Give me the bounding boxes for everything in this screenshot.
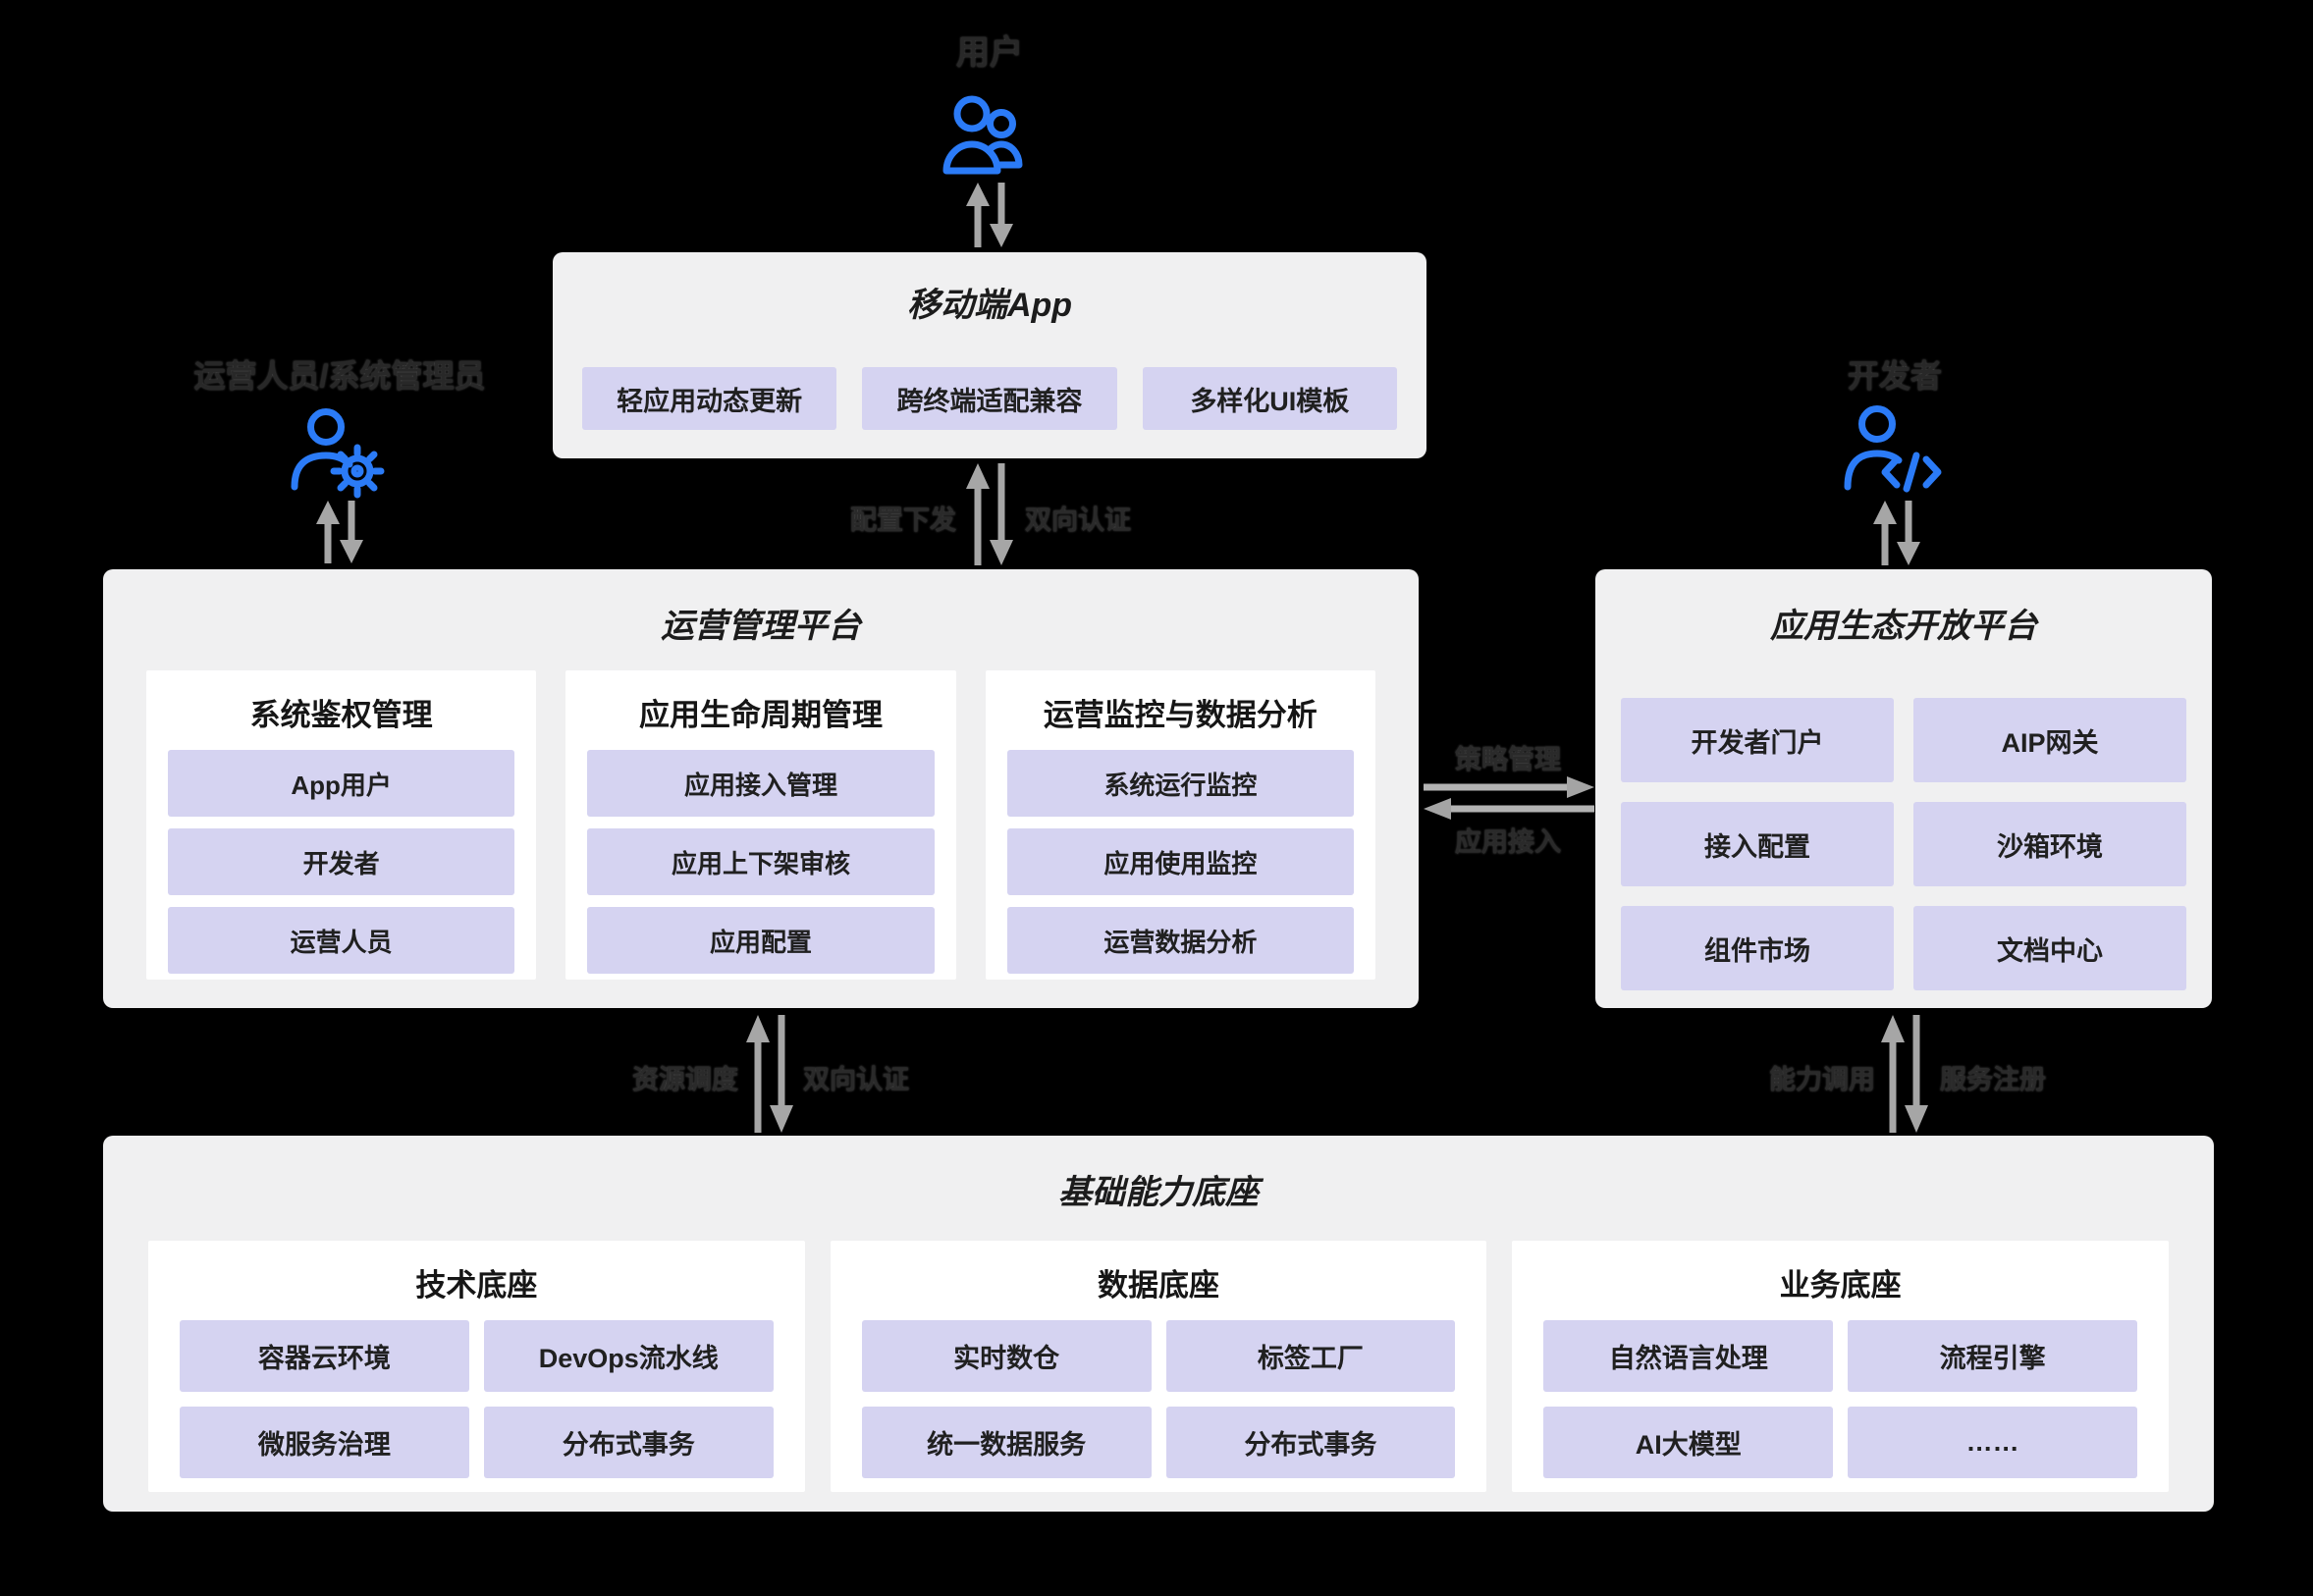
admin-gear-icon: [291, 408, 385, 499]
chip-developers: 开发者: [168, 828, 515, 895]
card-chip-grid: 自然语言处理 流程引擎 AI大模型 ……: [1512, 1320, 2169, 1478]
chip-ui-templates: 多样化UI模板: [1142, 367, 1397, 430]
mobile-app-panel: 移动端App 轻应用动态更新 跨终端适配兼容 多样化UI模板: [553, 252, 1426, 458]
mutual-auth-label-top: 双向认证: [1025, 505, 1131, 535]
chip-microservice-governance: 微服务治理: [180, 1407, 469, 1478]
chip-ellipsis: ……: [1848, 1407, 2138, 1478]
chip-developer-portal: 开发者门户: [1621, 698, 1894, 782]
card-title: 业务底座: [1779, 1268, 1902, 1303]
chip-operators: 运营人员: [168, 907, 515, 974]
card-title: 系统鉴权管理: [249, 698, 433, 732]
service-register-label: 服务注册: [1940, 1065, 2046, 1094]
up-down-arrows-user-app: [966, 183, 1013, 247]
developer-label: 开发者: [1847, 358, 1942, 394]
card-chip-list: 系统运行监控 应用使用监控 运营数据分析: [986, 750, 1375, 974]
up-down-arrows-eco-base: [1881, 1015, 1928, 1133]
chip-app-review: 应用上下架审核: [587, 828, 935, 895]
policy-mgmt-label: 策略管理: [1455, 745, 1561, 774]
chip-ai-large-model: AI大模型: [1543, 1407, 1834, 1478]
chip-app-access-mgmt: 应用接入管理: [587, 750, 935, 817]
chip-sandbox-env: 沙箱环境: [1913, 802, 2186, 886]
card-data-base: 数据底座 实时数仓 标签工厂 统一数据服务 分布式事务: [830, 1241, 1487, 1492]
chip-devops-pipeline: DevOps流水线: [483, 1320, 774, 1392]
base-platform-panel: 基础能力底座 技术底座 容器云环境 DevOps流水线 微服务治理 分布式事务 …: [103, 1136, 2214, 1512]
ops-cards-row: 系统鉴权管理 App用户 开发者 运营人员 应用生命周期管理 应用接入管理 应用…: [103, 670, 1419, 980]
developer-code-icon: [1844, 405, 1942, 493]
users-icon: [942, 95, 1023, 175]
ops-platform-panel: 运营管理平台 系统鉴权管理 App用户 开发者 运营人员 应用生命周期管理 应用…: [103, 569, 1419, 1008]
card-chip-grid: 实时数仓 标签工厂 统一数据服务 分布式事务: [831, 1320, 1487, 1478]
chip-aip-gateway: AIP网关: [1913, 698, 2186, 782]
chip-app-users: App用户: [168, 750, 515, 817]
chip-distributed-transaction-data: 分布式事务: [1165, 1407, 1456, 1478]
chip-process-engine: 流程引擎: [1848, 1320, 2138, 1392]
chip-app-config: 应用配置: [587, 907, 935, 974]
chip-distributed-transaction-tech: 分布式事务: [483, 1407, 774, 1478]
up-down-arrows-platform-base: [746, 1015, 793, 1133]
ops-platform-title: 运营管理平台: [661, 608, 861, 645]
card-title: 数据底座: [1098, 1268, 1219, 1303]
card-auth-management: 系统鉴权管理 App用户 开发者 运营人员: [146, 670, 537, 980]
chip-light-app-update: 轻应用动态更新: [582, 367, 837, 430]
up-down-arrows-app-platform: [966, 463, 1013, 565]
resource-scheduling-label: 资源调度: [632, 1065, 738, 1094]
chip-container-cloud: 容器云环境: [180, 1320, 469, 1392]
chip-nlp: 自然语言处理: [1543, 1320, 1834, 1392]
capability-call-label: 能力调用: [1769, 1065, 1875, 1094]
chip-usage-monitoring: 应用使用监控: [1006, 828, 1354, 895]
card-tech-base: 技术底座 容器云环境 DevOps流水线 微服务治理 分布式事务: [148, 1241, 805, 1492]
base-cards-row: 技术底座 容器云环境 DevOps流水线 微服务治理 分布式事务 数据底座 实时…: [103, 1241, 2214, 1492]
mobile-app-title: 移动端App: [906, 287, 1073, 324]
chip-access-config: 接入配置: [1621, 802, 1894, 886]
base-platform-title: 基础能力底座: [1058, 1174, 1259, 1211]
chip-system-monitoring: 系统运行监控: [1006, 750, 1354, 817]
chip-doc-center: 文档中心: [1913, 906, 2186, 990]
eco-platform-title: 应用生态开放平台: [1770, 608, 2037, 645]
card-title: 技术底座: [415, 1268, 538, 1303]
app-access-label: 应用接入: [1455, 827, 1561, 857]
card-monitoring-analysis: 运营监控与数据分析 系统运行监控 应用使用监控 运营数据分析: [985, 670, 1375, 980]
eco-chip-grid: 开发者门户 AIP网关 接入配置 沙箱环境 组件市场 文档中心: [1595, 698, 2212, 990]
card-chip-list: 应用接入管理 应用上下架审核 应用配置: [565, 750, 955, 974]
up-down-arrows-admin-platform: [316, 501, 363, 563]
left-right-arrows-platform-eco: [1424, 776, 1594, 820]
mutual-auth-label-bottom: 双向认证: [803, 1065, 909, 1094]
card-title: 运营监控与数据分析: [1043, 698, 1318, 732]
card-title: 应用生命周期管理: [638, 698, 883, 732]
chip-unified-data-service: 统一数据服务: [861, 1407, 1152, 1478]
up-down-arrows-developer-eco: [1873, 501, 1920, 565]
card-chip-list: App用户 开发者 运营人员: [146, 750, 536, 974]
card-chip-grid: 容器云环境 DevOps流水线 微服务治理 分布式事务: [148, 1320, 805, 1478]
chip-tag-factory: 标签工厂: [1165, 1320, 1456, 1392]
card-business-base: 业务底座 自然语言处理 流程引擎 AI大模型 ……: [1512, 1241, 2170, 1492]
eco-platform-panel: 应用生态开放平台 开发者门户 AIP网关 接入配置 沙箱环境 组件市场 文档中心: [1595, 569, 2212, 1008]
card-lifecycle-management: 应用生命周期管理 应用接入管理 应用上下架审核 应用配置: [565, 670, 956, 980]
mobile-app-chip-row: 轻应用动态更新 跨终端适配兼容 多样化UI模板: [553, 367, 1426, 430]
chip-realtime-warehouse: 实时数仓: [861, 1320, 1152, 1392]
config-dispatch-label: 配置下发: [850, 505, 956, 535]
user-label: 用户: [956, 34, 1023, 72]
chip-cross-terminal: 跨终端适配兼容: [862, 367, 1117, 430]
chip-data-analysis: 运营数据分析: [1006, 907, 1354, 974]
chip-component-market: 组件市场: [1621, 906, 1894, 990]
admin-label: 运营人员/系统管理员: [193, 358, 486, 394]
